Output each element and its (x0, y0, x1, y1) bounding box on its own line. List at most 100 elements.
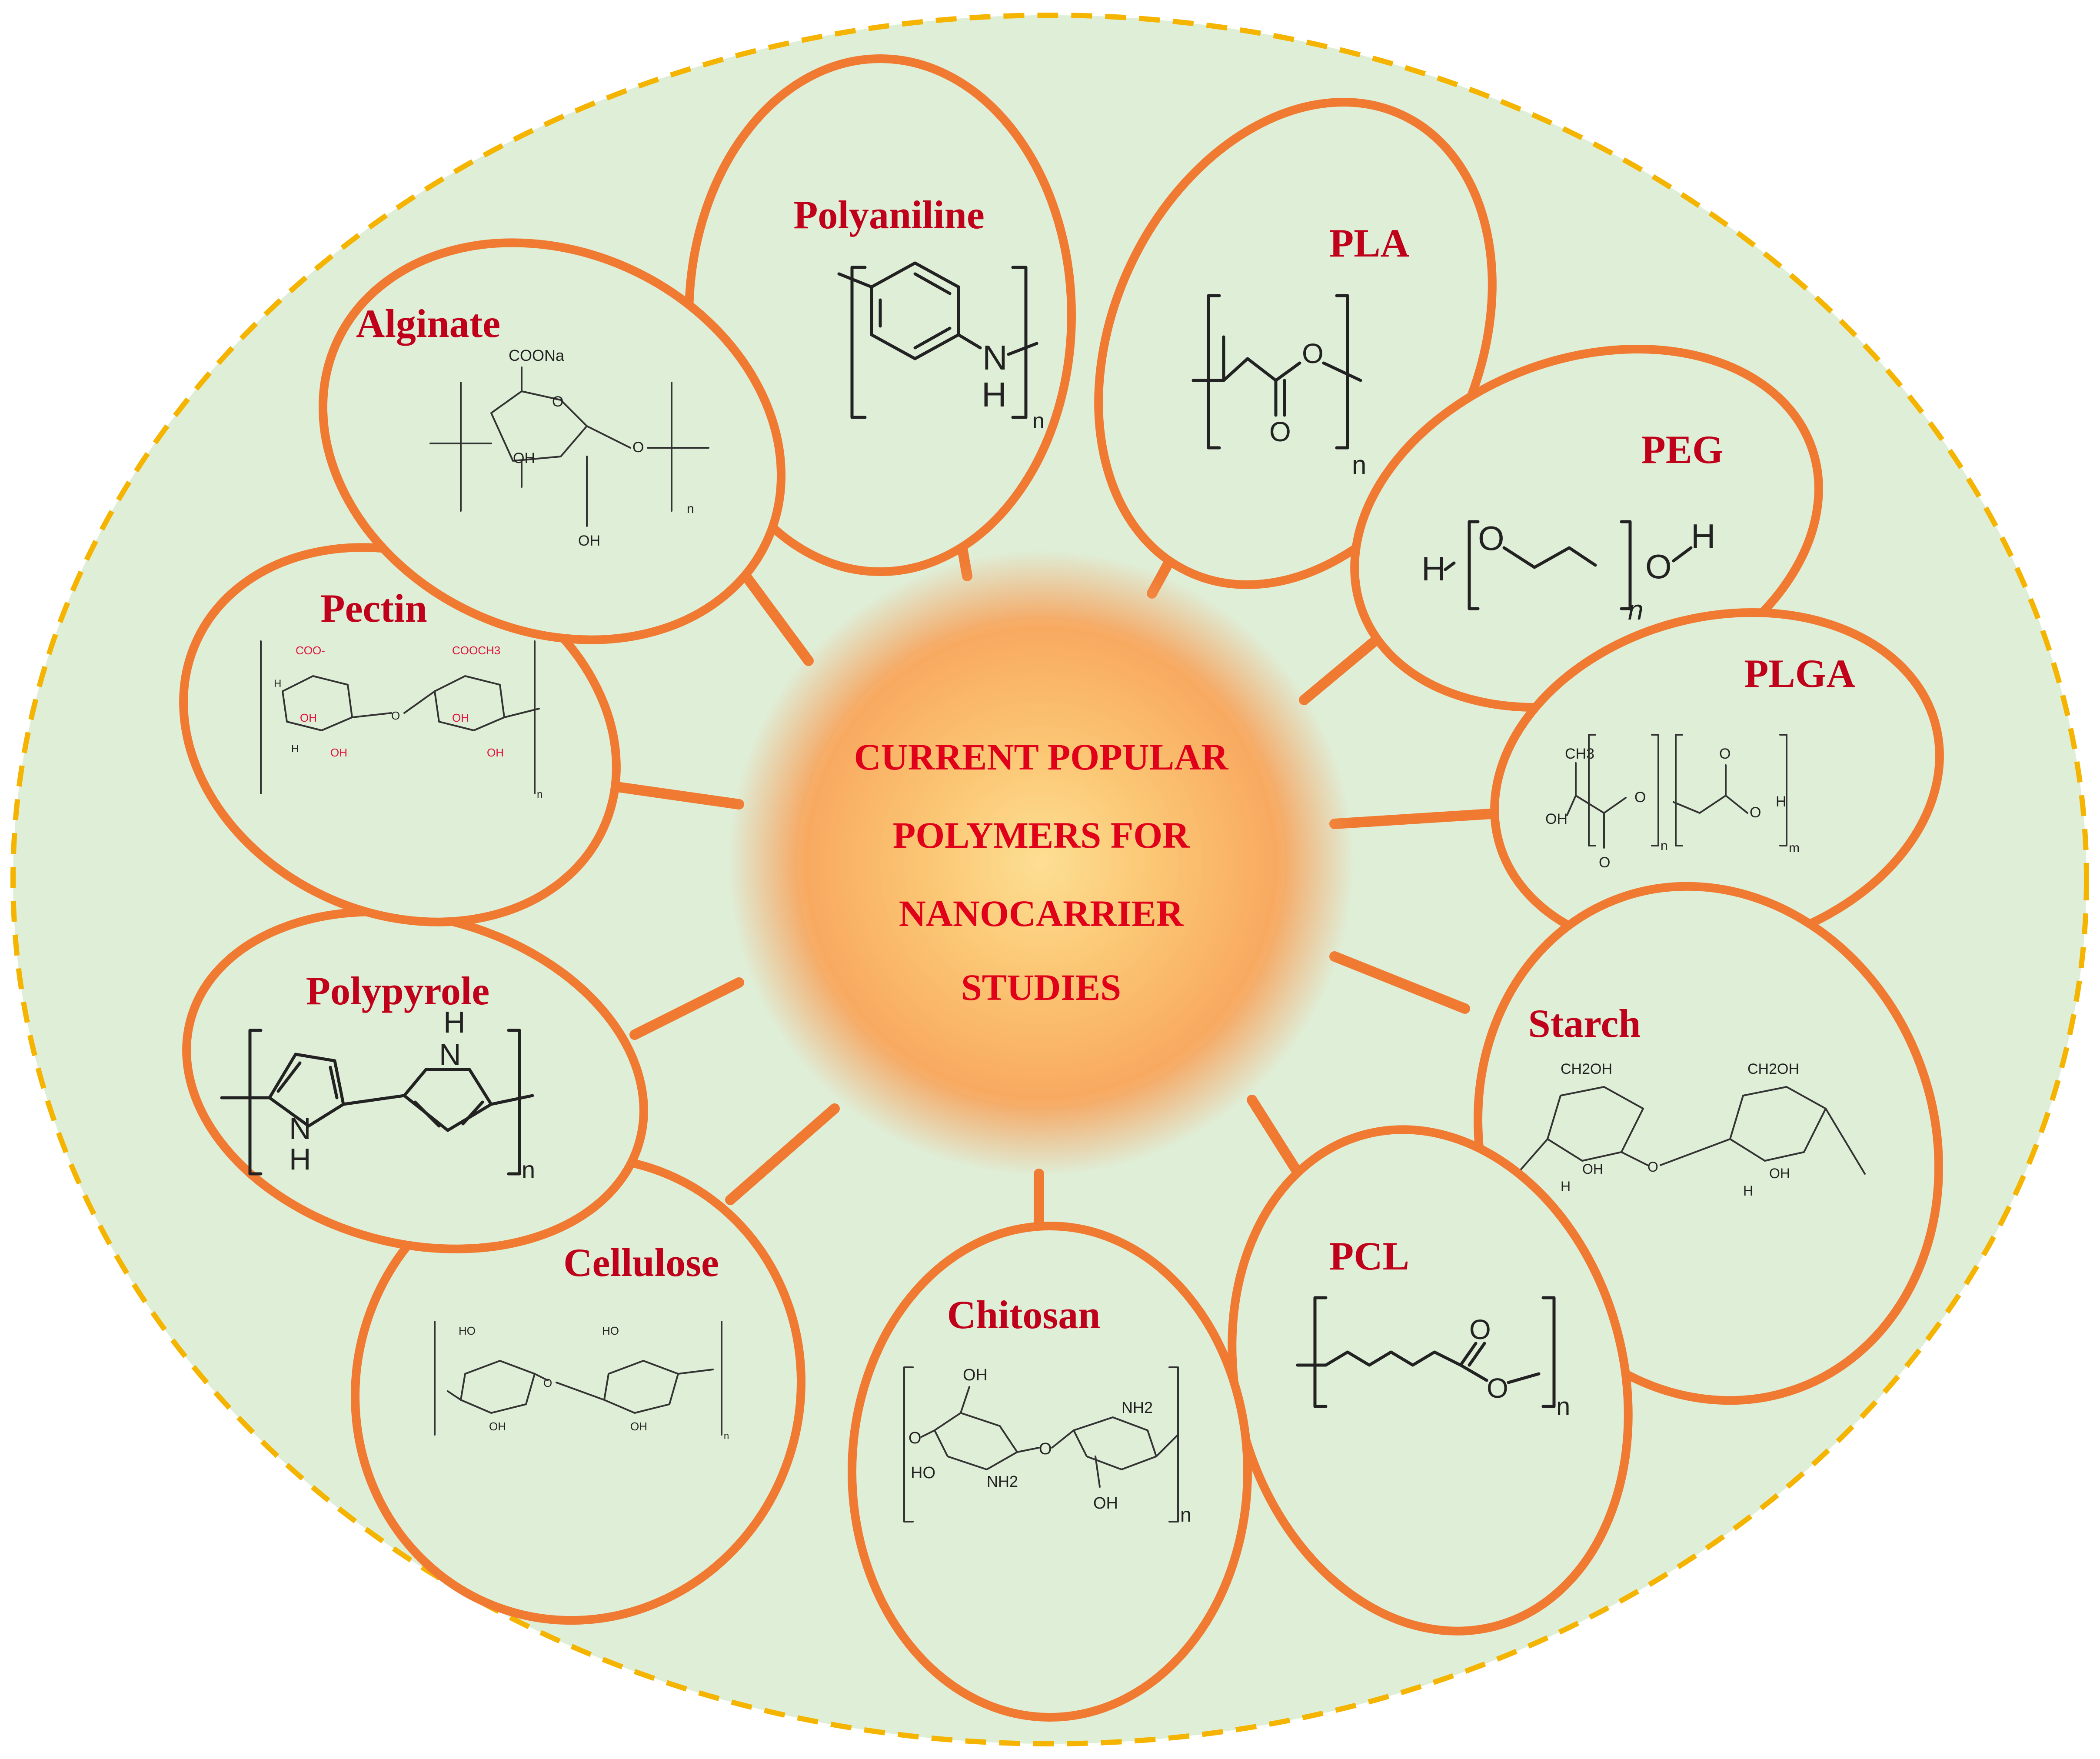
svg-text:COONa: COONa (509, 346, 565, 364)
connector-cellulose (725, 1103, 840, 1205)
polymer-name: Starch (1528, 1001, 1641, 1046)
svg-text:H: H (1691, 517, 1715, 555)
svg-text:N: N (289, 1112, 311, 1146)
petal-plga: PLGA CH3 OH O O n O O H m (1490, 608, 1944, 957)
starch-structure: CH2OH OH H O CH2OH OH H (1516, 1061, 1866, 1199)
svg-text:O: O (1039, 1440, 1052, 1458)
svg-text:n: n (1180, 1503, 1191, 1526)
svg-text:OH: OH (578, 533, 600, 549)
svg-text:n: n (1661, 839, 1668, 853)
svg-text:H: H (982, 375, 1007, 414)
svg-text:NH2: NH2 (1122, 1399, 1153, 1416)
svg-text:O: O (1750, 804, 1761, 821)
polymer-name: Pectin (320, 586, 427, 630)
svg-text:OH: OH (487, 746, 504, 759)
svg-text:H: H (1743, 1183, 1753, 1199)
alginate-structure: COONa O OH OH O n (429, 346, 709, 549)
svg-text:HO: HO (459, 1324, 476, 1337)
svg-text:O: O (1719, 746, 1731, 762)
svg-text:n: n (1032, 409, 1045, 433)
svg-text:O: O (1647, 1159, 1658, 1175)
center-title-line-2: POLYMERS FOR (893, 814, 1190, 856)
center-title-line-1: CURRENT POPULAR (854, 736, 1229, 778)
pcl-structure: O O n (1296, 1296, 1570, 1421)
polymer-name: PLGA (1744, 651, 1855, 696)
svg-text:H: H (291, 743, 299, 755)
svg-text:OH: OH (963, 1366, 988, 1384)
svg-text:m: m (1789, 841, 1800, 855)
polyaniline-structure: N H n (837, 261, 1045, 433)
svg-text:N: N (982, 338, 1008, 377)
svg-text:n: n (1628, 594, 1644, 626)
svg-text:H: H (1561, 1179, 1571, 1194)
svg-text:n: n (724, 1430, 729, 1441)
svg-text:OH: OH (300, 711, 317, 724)
polypyrole-structure: N H H N n (220, 1005, 535, 1183)
svg-text:COO-: COO- (296, 644, 325, 657)
polymer-name: Polypyrole (306, 969, 490, 1013)
svg-text:O: O (909, 1429, 922, 1447)
svg-text:H: H (289, 1142, 311, 1176)
center-node: CURRENT POPULAR POLYMERS FOR NANOCARRIER… (728, 550, 1354, 1176)
svg-text:CH2OH: CH2OH (1747, 1061, 1799, 1077)
pectin-structure: COO- OH OH H H O COOCH3 OH OH n (260, 640, 542, 800)
svg-text:N: N (439, 1038, 461, 1072)
connector-peg (1299, 630, 1388, 705)
connector-polypyrole (629, 977, 744, 1040)
petal-pectin: Pectin COO- OH OH H H O COOCH3 OH OH n (179, 543, 621, 926)
svg-text:n: n (1556, 1393, 1570, 1421)
svg-text:OH: OH (1093, 1494, 1118, 1512)
connector-pcl (1247, 1095, 1309, 1188)
svg-text:O: O (1478, 519, 1504, 557)
svg-text:O: O (632, 439, 644, 456)
polymer-name: Polyaniline (793, 193, 985, 237)
plga-structure: CH3 OH O O n O O H m (1545, 734, 1800, 871)
polymer-name: PLA (1329, 221, 1409, 265)
svg-text:CH2OH: CH2OH (1561, 1061, 1612, 1077)
polymer-name: Cellulose (563, 1240, 719, 1285)
svg-text:OH: OH (1582, 1161, 1603, 1177)
svg-text:NH2: NH2 (987, 1472, 1018, 1490)
svg-text:HO: HO (602, 1324, 619, 1337)
cellulose-structure: HO OH O HO OH n (434, 1321, 729, 1441)
petal-chitosan: Chitosan OH O HO NH2 O NH2 OH n (848, 1222, 1252, 1722)
svg-text:H: H (274, 678, 281, 690)
petal-alginate: Alginate COONa O OH OH O n (318, 238, 786, 644)
svg-text:OH: OH (513, 450, 535, 466)
svg-text:O: O (1645, 547, 1672, 586)
svg-text:H: H (1421, 550, 1446, 588)
svg-text:O: O (1599, 854, 1610, 871)
svg-text:HO: HO (911, 1464, 935, 1482)
svg-text:O: O (552, 393, 563, 410)
polymer-name: PCL (1329, 1234, 1409, 1278)
svg-text:O: O (1302, 338, 1324, 369)
svg-text:n: n (537, 789, 542, 800)
connector-pectin (612, 782, 744, 810)
petal-pcl: PCL O O n (1228, 1125, 1633, 1636)
center-title-line-3: NANOCARRIER (899, 893, 1184, 934)
svg-text:H: H (443, 1005, 466, 1039)
svg-text:n: n (687, 502, 694, 516)
svg-text:n: n (522, 1156, 535, 1183)
polymer-name: Alginate (356, 301, 500, 346)
svg-text:O: O (1634, 789, 1646, 806)
polymer-name: Chitosan (947, 1293, 1101, 1337)
svg-text:OH: OH (1769, 1166, 1790, 1181)
petal-cellulose: Cellulose HO OH O HO OH n (351, 1153, 805, 1625)
connector-starch (1329, 951, 1470, 1014)
connector-plga (1329, 808, 1509, 829)
svg-text:n: n (1352, 450, 1366, 480)
svg-text:OH: OH (1545, 811, 1568, 827)
svg-text:OH: OH (452, 711, 469, 724)
svg-text:O: O (1269, 416, 1291, 447)
peg-structure: H O O H n (1421, 517, 1715, 626)
svg-text:O: O (391, 709, 400, 722)
svg-text:CH3: CH3 (1565, 746, 1594, 762)
svg-text:COOCH3: COOCH3 (452, 644, 500, 657)
svg-text:OH: OH (489, 1420, 506, 1433)
svg-text:OH: OH (330, 746, 347, 759)
polymer-name: PEG (1641, 427, 1723, 472)
pla-structure: O O n (1191, 294, 1366, 480)
center-title-line-4: STUDIES (961, 966, 1121, 1008)
